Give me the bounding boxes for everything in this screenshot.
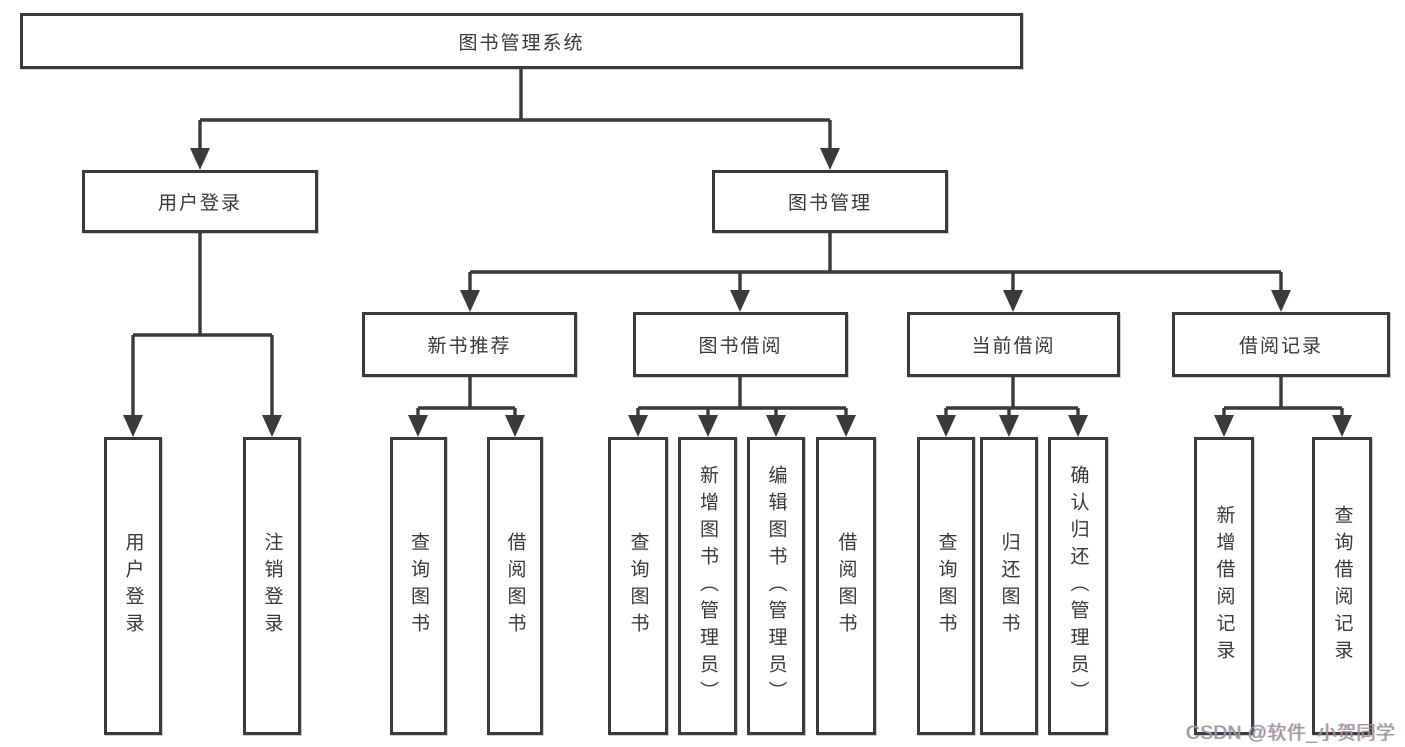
leaf-label: 确认归还（管理员） xyxy=(1067,464,1089,708)
node-borrow-records: 借阅记录 xyxy=(1172,312,1390,377)
leaf-borrow-book-recommend: 借阅图书 xyxy=(487,437,543,735)
leaf-label: 用户登录 xyxy=(122,532,144,640)
node-book-management: 图书管理 xyxy=(712,170,948,233)
leaf-label: 注销登录 xyxy=(261,532,283,640)
leaf-label: 查询图书 xyxy=(935,532,957,640)
leaf-label: 借阅图书 xyxy=(504,532,526,640)
leaf-label: 查询借阅记录 xyxy=(1331,505,1353,667)
leaf-label: 查询图书 xyxy=(408,532,429,640)
leaf-label: 归还图书 xyxy=(998,532,1020,640)
leaf-borrow-book: 借阅图书 xyxy=(816,437,876,735)
leaf-return-book: 归还图书 xyxy=(980,437,1038,735)
node-book-borrow: 图书借阅 xyxy=(633,312,848,377)
node-user-login: 用户登录 xyxy=(82,170,318,233)
arrowheads xyxy=(123,148,1352,437)
leaf-label: 新增借阅记录 xyxy=(1213,505,1235,667)
leaf-label: 编辑图书（管理员） xyxy=(765,464,787,708)
leaf-query-book-current: 查询图书 xyxy=(917,437,975,735)
leaf-add-borrow-record: 新增借阅记录 xyxy=(1194,437,1254,735)
node-current-borrow: 当前借阅 xyxy=(907,312,1120,377)
leaf-edit-book-admin: 编辑图书（管理员） xyxy=(747,437,805,735)
leaf-label: 新增图书（管理员） xyxy=(697,464,718,708)
leaf-query-book-borrow: 查询图书 xyxy=(608,437,668,735)
leaf-logout: 注销登录 xyxy=(243,437,301,735)
watermark-text: CSDN @软件_小贺同学 xyxy=(1186,723,1396,744)
leaf-label: 查询图书 xyxy=(627,532,649,640)
leaf-add-book-admin: 新增图书（管理员） xyxy=(678,437,737,735)
leaf-user-login: 用户登录 xyxy=(104,437,162,735)
node-system-root: 图书管理系统 xyxy=(20,13,1023,69)
leaf-query-borrow-record: 查询借阅记录 xyxy=(1312,437,1372,735)
leaf-query-book-recommend: 查询图书 xyxy=(390,437,447,735)
node-new-book-recommend: 新书推荐 xyxy=(362,312,577,377)
leaf-label: 借阅图书 xyxy=(835,532,857,640)
leaf-confirm-return-admin: 确认归还（管理员） xyxy=(1048,437,1108,735)
